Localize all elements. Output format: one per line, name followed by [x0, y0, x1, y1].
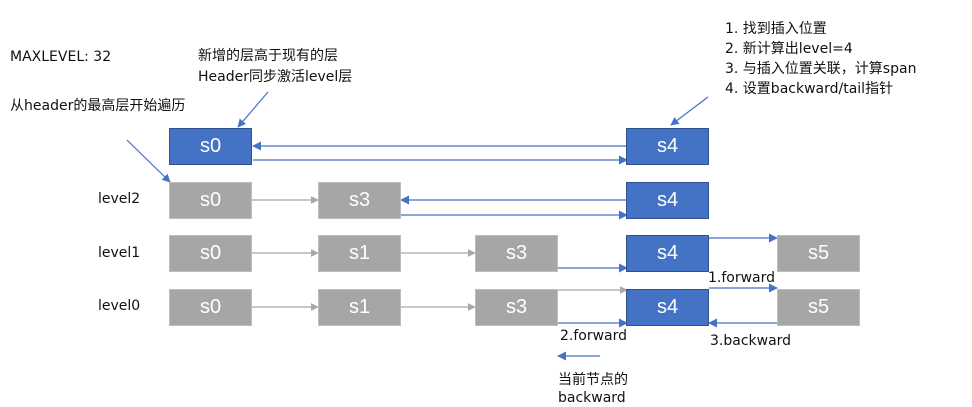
step-3: 3. 与插入位置关联，计算span [725, 61, 917, 77]
step-2: 2. 新计算出level=4 [725, 41, 853, 57]
level2-node-s0: s0 [169, 182, 252, 219]
backward3-label: 3.backward [710, 333, 792, 349]
forward1-label: 1.forward [708, 270, 776, 286]
level2-node-s4: s4 [626, 182, 709, 219]
level2-node-s3: s3 [318, 182, 401, 219]
traverse-note: 从header的最高层开始遍历 [10, 98, 186, 114]
step-4: 4. 设置backward/tail指针 [725, 81, 894, 97]
level0-node-s1: s1 [318, 289, 401, 326]
top-node-s0: s0 [169, 128, 252, 165]
level1-node-s3: s3 [475, 235, 558, 272]
level0-node-s3: s3 [475, 289, 558, 326]
level2-label: level2 [98, 191, 141, 207]
traverse-pointer [126, 139, 171, 183]
level1-node-s4: s4 [626, 235, 709, 272]
level1-label: level1 [98, 245, 141, 261]
level0-node-s4: s4 [626, 289, 709, 326]
level0-label: level0 [98, 298, 141, 314]
new-level-pointer [237, 91, 269, 128]
current-backward-label-line1: 当前节点的 [558, 372, 628, 388]
new-level-note-line1: 新增的层高于现有的层 [198, 48, 338, 64]
steps-pointer [670, 96, 709, 126]
maxlevel-label: MAXLEVEL: 32 [10, 49, 112, 65]
current-backward-label-line2: backward [558, 390, 626, 406]
forward2-label: 2.forward [560, 328, 628, 344]
level1-node-s0: s0 [169, 235, 252, 272]
step-1: 1. 找到插入位置 [725, 21, 827, 37]
level1-node-s1: s1 [318, 235, 401, 272]
level1-node-s5: s5 [777, 235, 860, 272]
new-level-note-line2: Header同步激活level层 [198, 69, 353, 85]
level0-node-s0: s0 [169, 289, 252, 326]
top-node-s4: s4 [626, 128, 709, 165]
level0-node-s5: s5 [777, 289, 860, 326]
